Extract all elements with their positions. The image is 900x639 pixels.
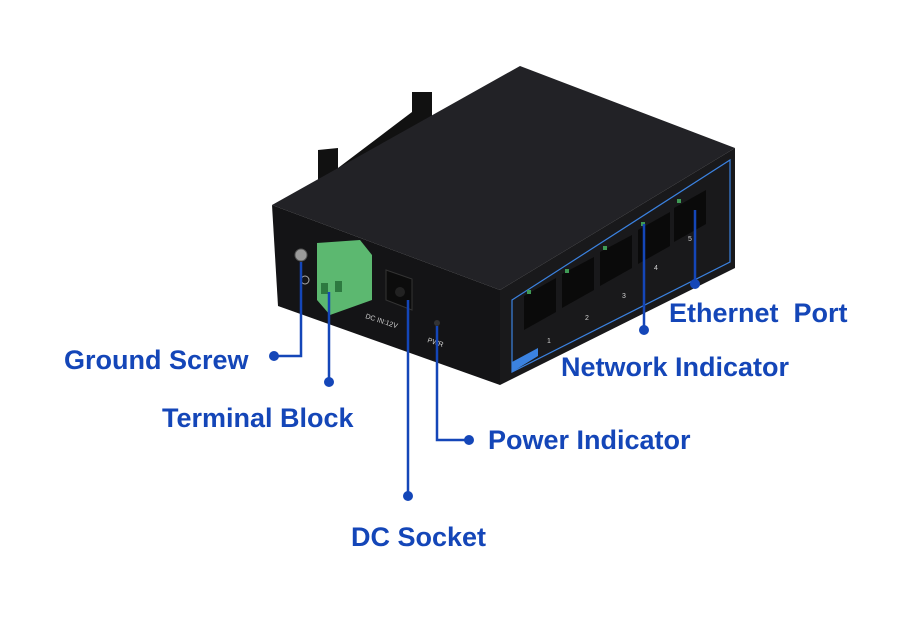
port-number: 1 <box>547 338 551 345</box>
ground-screw-dot <box>269 351 279 361</box>
blue-stripe <box>512 348 538 372</box>
ethernet-port-2: 2 <box>562 257 594 322</box>
power-indicator-label: Power Indicator <box>488 425 691 455</box>
port-panel-trim <box>511 158 731 373</box>
power-marking: PWR <box>426 337 444 349</box>
ethernet-port-1: 1 <box>524 278 556 345</box>
ethernet-port-label: Ethernet Port <box>669 298 848 328</box>
dc-socket-dot <box>403 491 413 501</box>
ethernet-ports: 1 2 3 4 5 <box>524 190 706 345</box>
ground-screw <box>294 248 308 262</box>
ground-screw-label: Ground Screw <box>64 345 250 375</box>
callouts <box>269 210 700 501</box>
terminal-slot <box>335 281 342 292</box>
ground-screw-leader <box>274 262 303 358</box>
power-indicator-leader <box>435 326 469 442</box>
terminal-block-dot <box>324 377 334 387</box>
dc-socket-label: DC Socket <box>351 522 486 552</box>
terminal-block-label: Terminal Block <box>162 403 355 433</box>
network-indicator-dot <box>639 325 649 335</box>
power-indicator-dot <box>464 435 474 445</box>
top-face <box>272 66 735 290</box>
port-number: 2 <box>585 315 589 322</box>
ethernet-port-3: 3 <box>600 235 632 300</box>
terminal-slot <box>321 283 328 294</box>
ethernet-port-5: 5 <box>674 190 706 243</box>
ethernet-port-dot <box>690 279 700 289</box>
power-led <box>434 320 440 326</box>
terminal-block <box>317 240 372 315</box>
port-number: 4 <box>654 265 658 272</box>
dc-socket-hole <box>395 287 405 297</box>
port-number: 3 <box>622 293 626 300</box>
network-indicator-label: Network Indicator <box>561 352 790 382</box>
switch-device: DC IN:12V PWR 1 2 3 4 5 <box>272 66 735 385</box>
port-number: 5 <box>688 236 692 243</box>
